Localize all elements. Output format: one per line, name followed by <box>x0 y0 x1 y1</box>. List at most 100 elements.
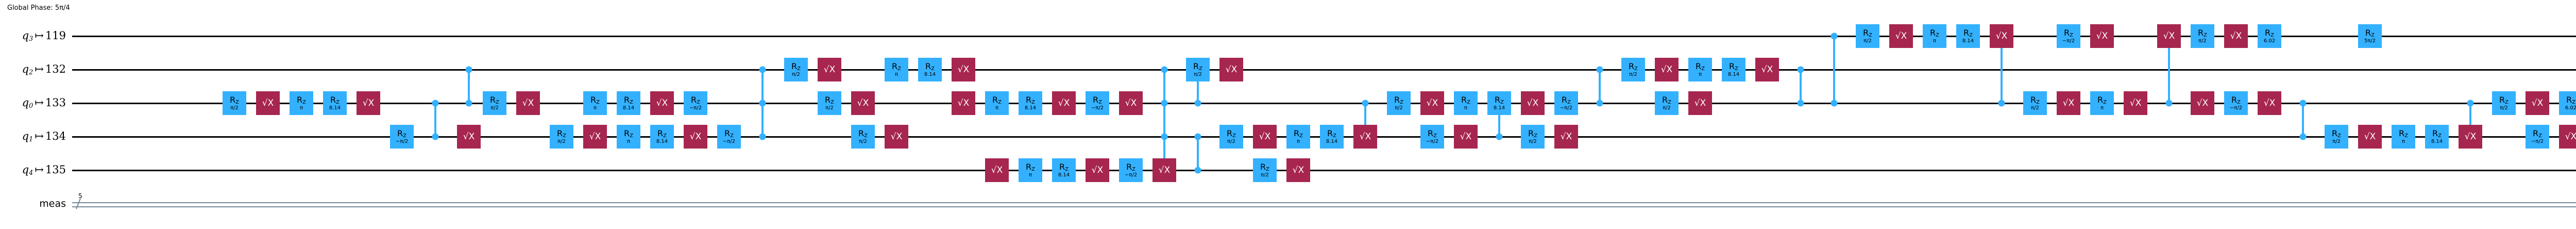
rz-gate[interactable]: RZ−π/2 <box>2224 91 2248 115</box>
cz-control-dot[interactable] <box>465 100 472 107</box>
cz-control-dot[interactable] <box>1797 66 1804 73</box>
sx-gate[interactable]: √X <box>2526 91 2549 115</box>
sx-gate[interactable]: √X <box>1655 58 1679 81</box>
sx-gate[interactable]: √X <box>1990 24 2013 48</box>
cz-control-dot[interactable] <box>1194 167 1201 174</box>
sx-gate[interactable]: √X <box>1521 91 1545 115</box>
sx-gate[interactable]: √X <box>1052 91 1076 115</box>
sx-gate[interactable]: √X <box>2459 125 2482 149</box>
cz-control-dot[interactable] <box>1596 100 1603 107</box>
sx-gate[interactable]: √X <box>1119 91 1143 115</box>
rz-gate[interactable]: RZ−π/2 <box>1420 125 1444 149</box>
sx-gate[interactable]: √X <box>2057 91 2080 115</box>
sx-gate[interactable]: √X <box>1286 158 1310 182</box>
sx-gate[interactable]: √X <box>1420 91 1444 115</box>
sx-gate[interactable]: √X <box>2157 24 2181 48</box>
cz-control-dot[interactable] <box>465 66 472 73</box>
sx-gate[interactable]: √X <box>851 91 875 115</box>
cz-control-dot[interactable] <box>1496 133 1503 140</box>
sx-gate[interactable]: √X <box>583 125 607 149</box>
sx-gate[interactable]: √X <box>818 58 841 81</box>
cz-control-dot[interactable] <box>759 133 766 140</box>
sx-gate[interactable]: √X <box>2124 91 2147 115</box>
cz-control-dot[interactable] <box>1998 100 2005 107</box>
sx-gate[interactable]: √X <box>1554 125 1578 149</box>
cz-control-dot[interactable] <box>1194 133 1201 140</box>
sx-gate[interactable]: √X <box>2090 24 2114 48</box>
cz-control-dot[interactable] <box>2299 100 2307 107</box>
sx-gate[interactable]: √X <box>1253 125 1277 149</box>
rz-gate[interactable]: RZ−π/2 <box>717 125 741 149</box>
sx-gate[interactable]: √X <box>2224 24 2248 48</box>
sx-gate[interactable]: √X <box>1086 158 1109 182</box>
cz-control-dot[interactable] <box>2299 133 2307 140</box>
sx-gate[interactable]: √X <box>1219 58 1243 81</box>
cz-control-dot[interactable] <box>1831 100 1838 107</box>
sx-gate[interactable]: √X <box>650 91 674 115</box>
sx-gate[interactable]: √X <box>1755 58 1779 81</box>
rz-gate[interactable]: RZ−π/2 <box>2526 125 2549 149</box>
cz-control-dot[interactable] <box>432 100 439 107</box>
sx-gate[interactable]: √X <box>357 91 380 115</box>
sx-gate[interactable]: √X <box>885 125 908 149</box>
cz-control-dot[interactable] <box>2467 100 2474 107</box>
sx-gate[interactable]: √X <box>1153 158 1176 182</box>
sx-gate[interactable]: √X <box>2258 91 2281 115</box>
cz-control-dot[interactable] <box>432 133 439 140</box>
cz-control-dot[interactable] <box>759 66 766 73</box>
sx-gate[interactable]: √X <box>2559 125 2576 149</box>
sx-gate[interactable]: √X <box>684 125 707 149</box>
cz-control-dot[interactable] <box>1831 32 1838 40</box>
rz-gate[interactable]: RZ−π/2 <box>1086 91 1109 115</box>
rz-gate[interactable]: RZ−π/2 <box>1554 91 1578 115</box>
rz-gate[interactable]: RZ−π/2 <box>684 91 707 115</box>
rz-gate[interactable]: RZ−π/2 <box>2057 24 2080 48</box>
sx-gate[interactable]: √X <box>1454 125 1478 149</box>
sx-gate[interactable]: √X <box>952 58 975 81</box>
sx-gate[interactable]: √X <box>1688 91 1712 115</box>
sx-gate[interactable]: √X <box>2358 125 2382 149</box>
sx-gate[interactable]: √X <box>457 125 481 149</box>
rz-gate[interactable]: RZ−π/2 <box>1119 158 1143 182</box>
cz-control-dot[interactable] <box>1797 100 1804 107</box>
rz-gate[interactable]: RZ−π/2 <box>390 125 414 149</box>
